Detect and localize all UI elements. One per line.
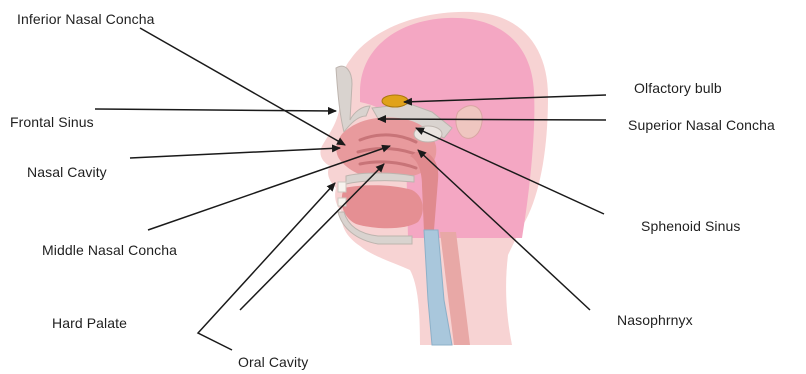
leader-oral-cavity <box>198 183 335 350</box>
olfactory-bulb-shape <box>382 95 408 107</box>
leader-nasal-cavity <box>130 148 340 158</box>
leader-frontal-sinus <box>95 109 336 111</box>
label-nasal-cavity: Nasal Cavity <box>27 164 107 180</box>
label-nasophrnyx: Nasophrnyx <box>617 312 693 328</box>
label-hard-palate: Hard Palate <box>52 315 127 331</box>
label-frontal-sinus: Frontal Sinus <box>10 114 94 130</box>
oral-cavity-shape <box>342 185 423 228</box>
leader-superior-nasal-concha <box>378 119 606 120</box>
label-oral-cavity: Oral Cavity <box>238 354 308 370</box>
label-superior-nasal-concha: Superior Nasal Concha <box>628 117 775 133</box>
label-middle-nasal-concha: Middle Nasal Concha <box>42 242 177 258</box>
label-olfactory-bulb: Olfactory bulb <box>634 80 722 96</box>
leader-inferior-nasal-concha <box>140 28 345 145</box>
label-inferior-nasal-concha: Inferior Nasal Concha <box>17 11 155 27</box>
label-sphenoid-sinus: Sphenoid Sinus <box>641 218 740 234</box>
